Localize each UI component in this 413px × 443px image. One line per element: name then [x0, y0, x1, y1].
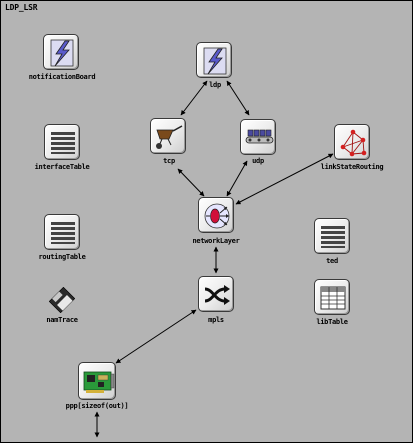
connection-mpls-ppp[interactable]	[115, 309, 197, 364]
router-icon[interactable]	[198, 197, 234, 233]
node-label: tcp	[163, 157, 175, 165]
lightning-bolt-icon[interactable]	[196, 42, 232, 78]
node-label: interfaceTable	[34, 163, 90, 171]
node-label: notificationBoard	[28, 73, 96, 81]
node-label: ppp[sizeof(out)]	[65, 402, 129, 410]
module-title: LDP_LSR	[5, 3, 38, 12]
floppy-disk-icon[interactable]	[49, 287, 75, 313]
connection-udp-networklayer[interactable]	[226, 160, 248, 197]
node-label: mpls	[208, 316, 224, 324]
wheelbarrow-icon[interactable]	[150, 118, 186, 154]
node-label: routingTable	[38, 253, 86, 261]
network-card-icon[interactable]	[78, 362, 116, 400]
node-label: libTable	[316, 318, 348, 326]
conveyor-icon[interactable]	[240, 119, 276, 155]
connection-ldp-udp[interactable]	[226, 80, 250, 116]
connection-linkstaterouting-networklayer[interactable]	[235, 153, 334, 205]
node-label: networkLayer	[192, 237, 240, 245]
node-label: linkStateRouting	[320, 163, 384, 171]
lightning-bolt-icon[interactable]	[43, 34, 79, 70]
node-label: namTrace	[46, 316, 78, 324]
node-label: ted	[326, 257, 338, 265]
node-label: udp	[252, 157, 264, 165]
connection-ldp-tcp[interactable]	[180, 80, 208, 116]
connection-tcp-networklayer[interactable]	[177, 168, 205, 197]
list-icon[interactable]	[314, 218, 350, 254]
list-icon[interactable]	[44, 214, 80, 250]
table-icon[interactable]	[314, 279, 350, 315]
crossover-icon[interactable]	[198, 276, 234, 312]
list-icon[interactable]	[44, 124, 80, 160]
network-graph-icon[interactable]	[334, 124, 370, 160]
node-label: ldp	[209, 81, 221, 89]
